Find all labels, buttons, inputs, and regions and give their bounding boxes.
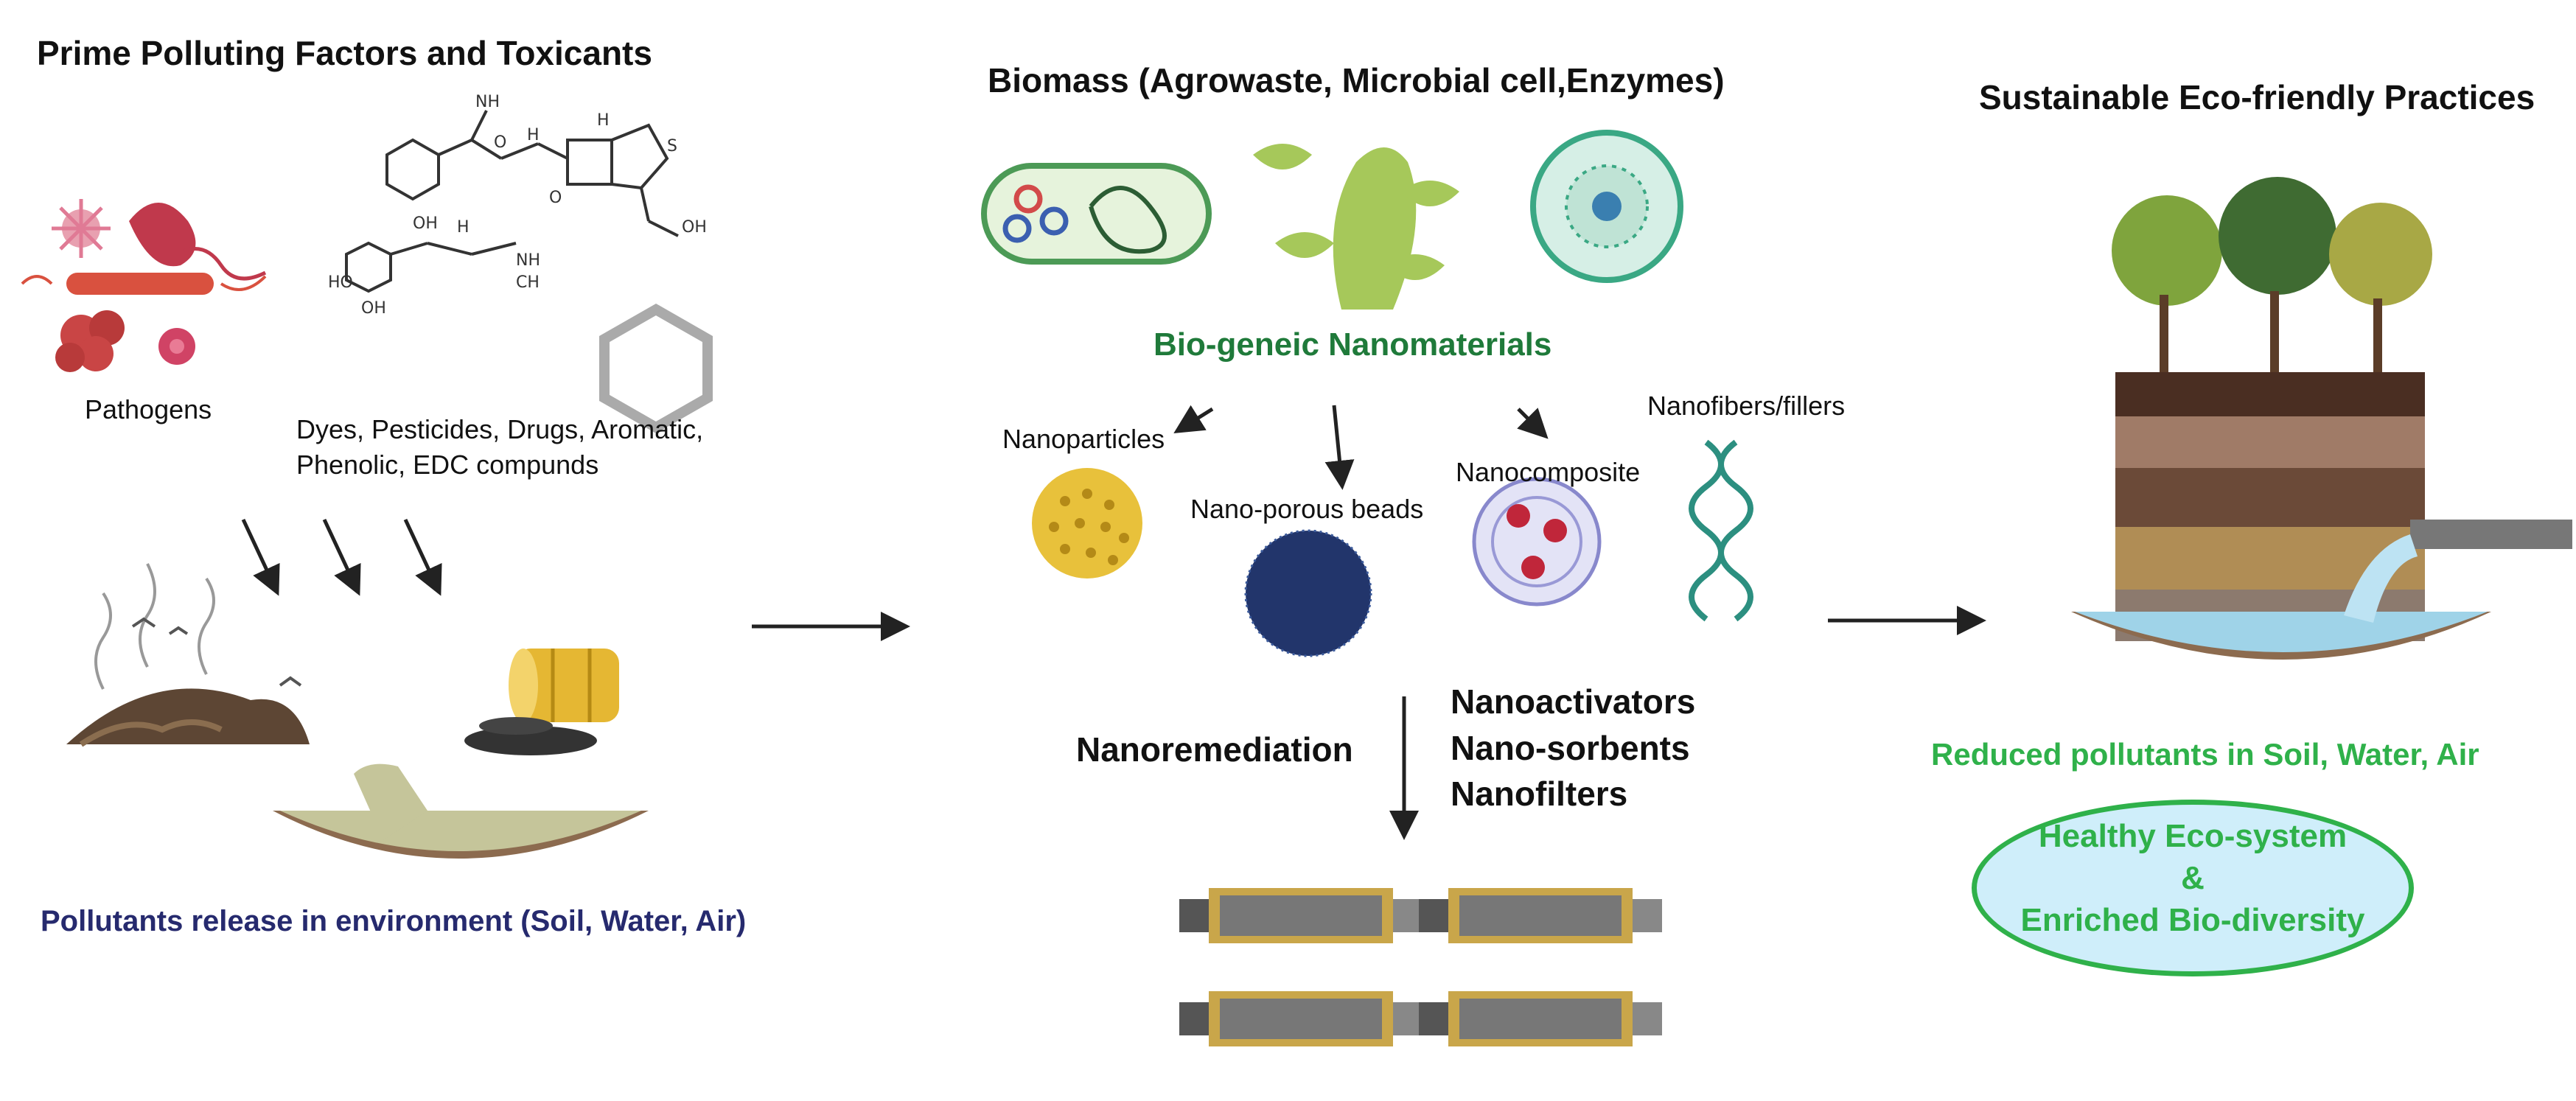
svg-text:NH: NH — [516, 251, 540, 270]
enzyme-cell-illustration — [1530, 130, 1683, 283]
svg-text:OH: OH — [413, 214, 438, 233]
microbial-cell-illustration — [981, 163, 1212, 265]
arrow-to-nanoporous-beads — [1324, 405, 1355, 490]
svg-text:O: O — [549, 189, 562, 207]
nanofibers-label: Nanofibers/fillers — [1647, 391, 1846, 421]
arrow-down-3 — [403, 518, 442, 596]
svg-text:H: H — [457, 218, 470, 237]
nanoparticle-sphere-illustration — [1032, 468, 1142, 579]
right-section-title: Sustainable Eco-friendly Practices — [1979, 78, 2535, 116]
sustainable-soil-trees-illustration — [2071, 177, 2572, 660]
svg-text:H: H — [527, 126, 540, 144]
svg-text:NH: NH — [475, 93, 500, 111]
chemicals-label-line2: Phenolic, EDC compunds — [296, 450, 599, 480]
chemical-atom-letters: NH H H S O OH O OH H HO OH NH CH — [328, 93, 707, 318]
biomass-title: Biomass (Agrowaste, Microbial cell,Enzym… — [988, 61, 1725, 99]
svg-text:S: S — [667, 137, 677, 155]
moss-plant-illustration — [1253, 144, 1459, 310]
pollution-scene-illustration — [66, 563, 649, 859]
nano-sorbents-label: Nano-sorbents — [1451, 729, 1690, 767]
svg-text:HO: HO — [328, 273, 353, 292]
nanocomposite-illustration — [1472, 477, 1602, 607]
pollutants-release-caption: Pollutants release in environment (Soil,… — [41, 905, 747, 937]
oval-line-1: Healthy Eco-system — [2038, 818, 2348, 854]
nanofiber-helix-illustration — [1689, 439, 1753, 622]
healthy-ecosystem-oval: Healthy Eco-system & Enriched Bio-divers… — [1972, 800, 2414, 976]
biogenic-nanomaterials-label: Bio-geneic Nanomaterials — [1153, 326, 1552, 363]
arrow-to-nanoparticles — [1173, 405, 1214, 433]
pathogens-label: Pathogens — [85, 394, 212, 424]
nanocomposite-label: Nanocomposite — [1456, 457, 1641, 487]
arrow-to-nanocomposite — [1517, 408, 1549, 439]
nanofilter-cartridges-illustration — [1179, 888, 1662, 1046]
svg-text:OH: OH — [682, 218, 707, 237]
nanoporous-beads-label: Nano-porous beads — [1190, 494, 1424, 524]
nanoparticles-label: Nanoparticles — [1002, 424, 1165, 454]
left-section-title: Prime Polluting Factors and Toxicants — [37, 34, 652, 72]
arrow-down-1 — [241, 518, 280, 596]
chemical-structures-illustration — [345, 110, 713, 434]
nanoporous-bead-illustration — [1244, 529, 1372, 657]
reduced-pollutants-label: Reduced pollutants in Soil, Water, Air — [1931, 737, 2479, 772]
chemicals-label-line1: Dyes, Pesticides, Drugs, Aromatic, — [296, 414, 704, 444]
oval-line-2: & — [2181, 860, 2205, 896]
pathogens-illustration — [21, 199, 267, 372]
nanofilters-label: Nanofilters — [1451, 775, 1628, 813]
svg-text:H: H — [597, 111, 610, 130]
oval-line-3: Enriched Bio-diversity — [2020, 902, 2365, 938]
nanoremediation-label: Nanoremediation — [1076, 730, 1353, 769]
svg-text:OH: OH — [361, 299, 386, 318]
arrow-down-2 — [322, 518, 361, 596]
nanoactivators-label: Nanoactivators — [1451, 682, 1696, 721]
svg-text:CH: CH — [516, 273, 540, 292]
svg-text:O: O — [494, 133, 506, 152]
